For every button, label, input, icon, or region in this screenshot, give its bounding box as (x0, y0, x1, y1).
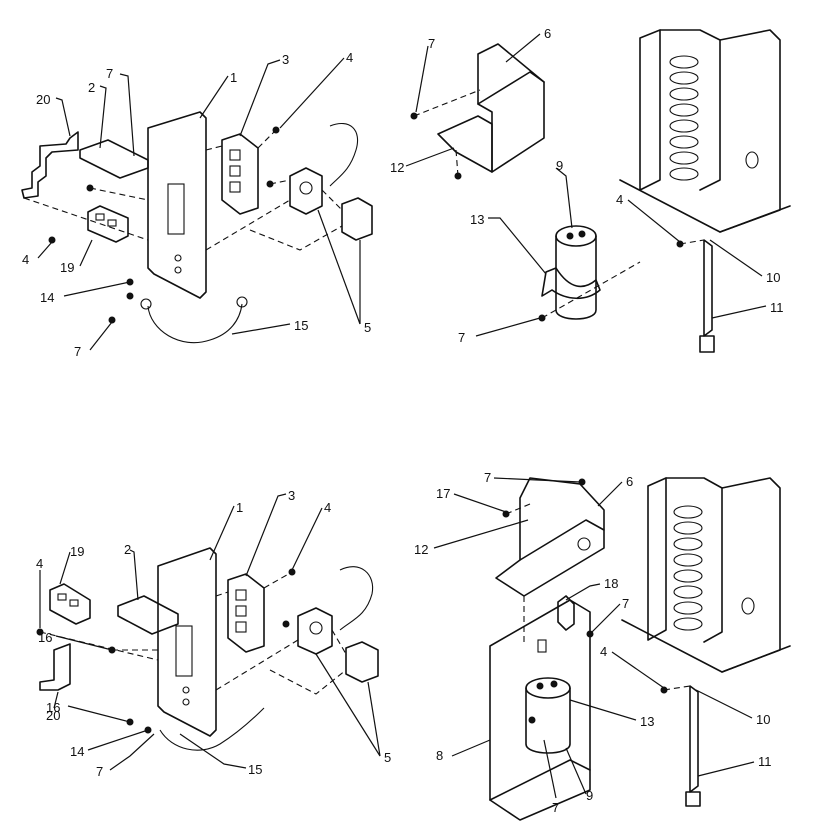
evaporator-coil (639, 29, 661, 191)
callout-tr-4: 4 (616, 192, 623, 207)
callout-br-7c: 7 (552, 800, 559, 815)
callout-bl-5: 5 (384, 750, 391, 765)
control-box-8 (489, 599, 591, 821)
switch-3b (227, 573, 265, 653)
callout-tl-20: 20 (36, 92, 50, 107)
callout-br-8: 8 (436, 748, 443, 763)
callout-bl-2: 2 (124, 542, 131, 557)
callout-br-10: 10 (756, 712, 770, 727)
callout-bl-3: 3 (288, 488, 295, 503)
leader-lines (37, 33, 767, 799)
callout-bl-4b: 4 (36, 556, 43, 571)
callout-br-6: 6 (626, 474, 633, 489)
thermostat-5b (297, 607, 333, 655)
callout-bl-19: 19 (70, 544, 84, 559)
callout-tr-6: 6 (544, 26, 551, 41)
callout-tr-7a: 7 (428, 36, 435, 51)
callout-tl-5: 5 (364, 320, 371, 335)
callout-br-9: 9 (586, 788, 593, 803)
callout-tl-15: 15 (294, 318, 308, 333)
callout-br-17: 17 (436, 486, 450, 501)
capacitor-9 (555, 225, 597, 247)
capacitor-9b (525, 677, 571, 699)
assembly-top-left (21, 111, 373, 344)
assembly-bottom-right (489, 477, 791, 821)
callout-labels: 20 2 7 1 3 4 4 19 14 7 15 5 7 6 12 9 13 … (22, 26, 784, 815)
evaporator-coil-b (647, 477, 667, 641)
callout-br-7b: 7 (622, 596, 629, 611)
callout-bl-16a: 16 (38, 630, 52, 645)
bracket-2 (79, 139, 149, 179)
callout-br-13: 13 (640, 714, 654, 729)
wire-harness-15 (147, 303, 243, 344)
assembly-bottom-left (36, 547, 379, 751)
callout-tl-4a: 4 (346, 50, 353, 65)
switch-3 (221, 133, 259, 215)
assembly-top-right (410, 29, 791, 353)
callout-tr-13: 13 (470, 212, 484, 227)
callout-tr-12: 12 (390, 160, 404, 175)
callout-tr-9: 9 (556, 158, 563, 173)
callout-tl-2: 2 (88, 80, 95, 95)
wire-harness-15b (159, 707, 265, 751)
terminal-block-19b (49, 583, 91, 625)
callout-bl-20: 20 (46, 708, 60, 723)
sensor-11b (689, 685, 699, 793)
control-panel-1 (147, 111, 207, 299)
callout-bl-15: 15 (248, 762, 262, 777)
callout-tl-7a: 7 (106, 66, 113, 81)
callout-tl-3: 3 (282, 52, 289, 67)
callout-br-12: 12 (414, 542, 428, 557)
callout-bl-1: 1 (236, 500, 243, 515)
callout-tl-7b: 7 (74, 344, 81, 359)
callout-tl-1: 1 (230, 70, 237, 85)
relay-5b (341, 197, 373, 241)
callout-tr-11: 11 (770, 300, 784, 315)
bracket-2b (117, 595, 179, 635)
bracket-20 (21, 131, 79, 199)
bracket-6b (495, 477, 605, 597)
callout-tl-4b: 4 (22, 252, 29, 267)
callout-bl-16b: 16 (46, 700, 60, 715)
callout-br-11: 11 (758, 754, 772, 769)
callout-tr-7b: 7 (458, 330, 465, 345)
callout-bl-7: 7 (96, 764, 103, 779)
callout-tl-19: 19 (60, 260, 74, 275)
callout-bl-4a: 4 (324, 500, 331, 515)
callout-br-7a: 7 (484, 470, 491, 485)
callout-br-18: 18 (604, 576, 618, 591)
callout-tl-14: 14 (40, 290, 54, 305)
bracket-20b (39, 643, 71, 691)
terminal-block-19 (87, 205, 129, 243)
sensor-11 (703, 239, 713, 337)
thermostat-5 (289, 167, 323, 215)
control-panel-1b (157, 547, 217, 737)
callout-bl-14: 14 (70, 744, 84, 759)
strap-13 (541, 267, 601, 300)
callout-tr-10: 10 (766, 270, 780, 285)
bracket-6 (477, 43, 545, 173)
clip-18 (557, 595, 575, 631)
relay-5c (345, 641, 379, 683)
callout-br-4: 4 (600, 644, 607, 659)
